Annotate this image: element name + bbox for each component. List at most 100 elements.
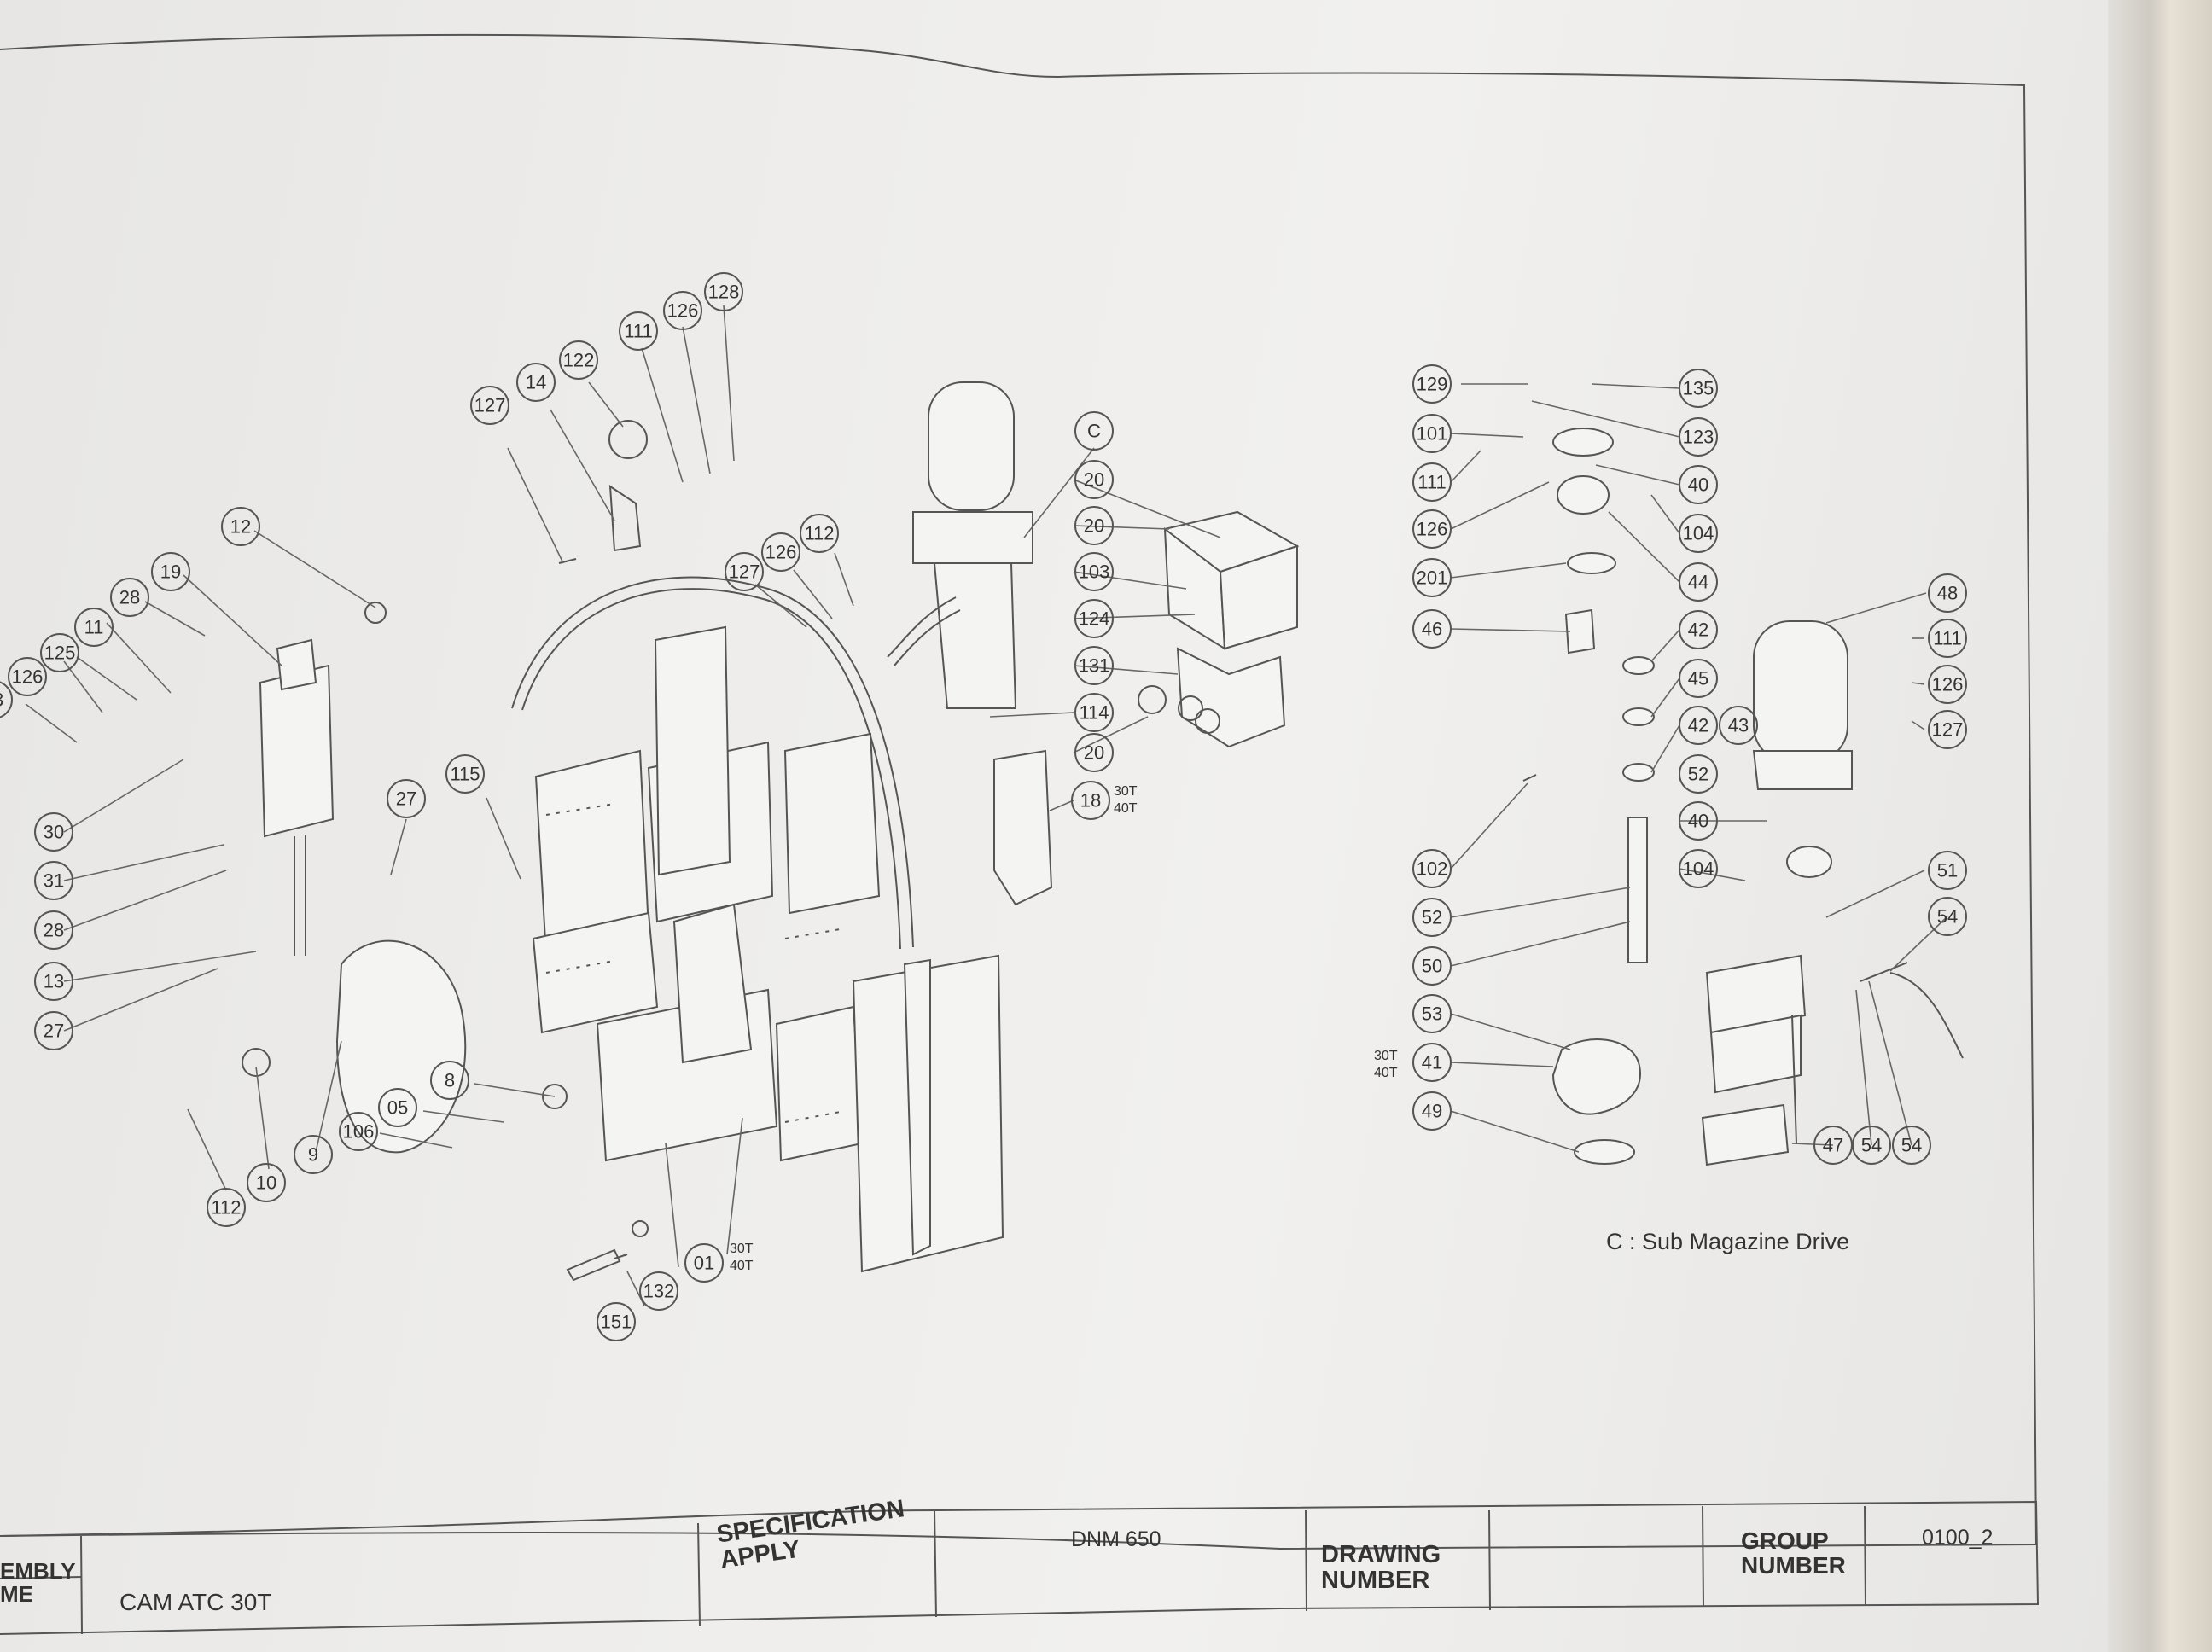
- part-balloon-left-127: 127: [725, 552, 764, 591]
- balloon-circle: [34, 1011, 73, 1050]
- part-balloon-right-52: 52: [1679, 754, 1718, 794]
- balloon-circle: [1679, 801, 1718, 841]
- balloon-circle: [1679, 754, 1718, 794]
- part-balloon-left-14: 14: [516, 363, 556, 402]
- part-balloon-left-114: 114: [1074, 693, 1114, 732]
- part-number-label: 9: [308, 1144, 318, 1166]
- part-number-label: 125: [44, 643, 76, 664]
- part-number-label: 52: [1688, 764, 1708, 785]
- balloon-circle: [1852, 1126, 1891, 1165]
- balloon-circle: [1074, 506, 1114, 545]
- part-number-label: 30: [44, 822, 64, 843]
- part-balloon-right-127: 127: [1928, 710, 1967, 749]
- part-balloon-right-45: 45: [1679, 659, 1718, 698]
- part-balloon-right-54: 54: [1852, 1126, 1891, 1165]
- part-number-label: 111: [1417, 472, 1446, 493]
- part-number-label: 44: [1688, 572, 1708, 593]
- balloon-circle: [639, 1271, 678, 1311]
- part-balloon-right-53: 53: [1412, 994, 1452, 1033]
- part-balloon-left-20: 20: [1074, 460, 1114, 499]
- balloon-circle: [1679, 706, 1718, 745]
- part-balloon-right-123: 123: [1679, 417, 1718, 457]
- part-balloon-left-28: 28: [34, 910, 73, 950]
- balloon-circle: [1928, 573, 1967, 613]
- part-number-label: 48: [1937, 583, 1958, 604]
- part-number-label: 112: [804, 523, 834, 544]
- balloon-circle: [34, 861, 73, 900]
- part-balloon-right-101: 101: [1412, 414, 1452, 453]
- view-caption: C : Sub Magazine Drive: [1606, 1229, 1850, 1254]
- balloon-circle: [1074, 411, 1114, 451]
- part-balloon-left-9: 9: [294, 1135, 333, 1174]
- part-number-label: 46: [1422, 619, 1442, 640]
- balloon-circle: [151, 552, 190, 591]
- part-balloon-left-28: 28: [110, 578, 149, 617]
- part-number-label: 106: [343, 1121, 375, 1143]
- part-number-label: 47: [1823, 1135, 1843, 1156]
- part-number-label: 52: [1422, 907, 1442, 928]
- part-number-label: 13: [44, 971, 64, 992]
- part-balloon-left-12: 12: [221, 507, 260, 546]
- part-balloon-left-106: 106: [339, 1112, 378, 1151]
- cam-atc-assembly: [242, 381, 1300, 1282]
- part-number-label: 20: [1084, 742, 1104, 764]
- part-number-label: 104: [1683, 858, 1714, 880]
- part-number-label: 111: [624, 321, 652, 342]
- part-number-label: 201: [1417, 567, 1448, 589]
- part-number-label: 28: [119, 587, 140, 608]
- part-number-label: 124: [1079, 608, 1110, 630]
- part-balloon-left-8: 8: [430, 1061, 469, 1100]
- title-block-frame: [0, 1500, 2040, 1635]
- part-balloon-left-13: 13: [34, 962, 73, 1001]
- part-number-label: 53: [1422, 1003, 1442, 1025]
- part-number-label: 8: [445, 1070, 455, 1091]
- balloon-circle: [1679, 659, 1718, 698]
- part-balloon-right-44: 44: [1679, 562, 1718, 602]
- part-number-label: 101: [1417, 423, 1448, 445]
- balloon-circle: [1679, 417, 1718, 457]
- balloon-circle: [1679, 849, 1718, 888]
- part-balloon-right-49: 49: [1412, 1091, 1452, 1131]
- sub-magazine-drive-assembly: [1522, 428, 1964, 1166]
- balloon-circle: [1679, 562, 1718, 602]
- part-balloon-left-11: 11: [74, 608, 114, 647]
- part-number-label: 102: [1417, 858, 1448, 880]
- part-number-label: 112: [211, 1197, 241, 1219]
- part-balloon-right-104: 104: [1679, 849, 1718, 888]
- balloon-circle: [663, 291, 702, 330]
- part-balloon-left-111: 111: [619, 311, 658, 351]
- balloon-circle: [1074, 693, 1114, 732]
- part-number-label: 20: [1084, 469, 1104, 491]
- balloon-circle: [1679, 514, 1718, 553]
- balloon-circle: [725, 552, 764, 591]
- part-balloon-left-128: 128: [704, 272, 743, 311]
- part-number-label: 31: [44, 870, 64, 892]
- balloon-circle: [1074, 552, 1114, 591]
- variant-label-41-top: 30T: [1374, 1049, 1398, 1063]
- part-number-label: 126: [765, 542, 797, 563]
- balloon-circle: [1679, 465, 1718, 504]
- balloon-circle: [378, 1088, 417, 1127]
- balloon-circle: [1412, 509, 1452, 549]
- balloon-circle: [1412, 994, 1452, 1033]
- balloon-circle: [294, 1135, 333, 1174]
- part-number-label: 40: [1688, 811, 1708, 832]
- assembly-name-value: CAM ATC 30T: [119, 1589, 272, 1615]
- part-number-label: 54: [1901, 1135, 1922, 1156]
- part-balloon-right-102: 102: [1412, 849, 1452, 888]
- part-number-label: 54: [1937, 906, 1958, 928]
- part-balloon-right-111: 111: [1928, 619, 1967, 658]
- balloon-circle: [339, 1112, 378, 1151]
- part-balloon-left-124: 124: [1074, 599, 1114, 638]
- balloon-circle: [1928, 851, 1967, 890]
- variant-label-01-bottom: 40T: [730, 1259, 754, 1273]
- part-balloon-left-127: 127: [470, 386, 509, 425]
- variant-label-18-top: 30T: [1114, 784, 1138, 799]
- part-balloon-right-46: 46: [1412, 609, 1452, 649]
- part-balloon-left-103: 103: [1074, 552, 1114, 591]
- part-balloon-left-05: 05: [378, 1088, 417, 1127]
- balloon-circle: [1928, 710, 1967, 749]
- part-number-label: 111: [1933, 628, 1961, 649]
- balloon-circle: [1412, 609, 1452, 649]
- part-number-label: 27: [396, 788, 416, 810]
